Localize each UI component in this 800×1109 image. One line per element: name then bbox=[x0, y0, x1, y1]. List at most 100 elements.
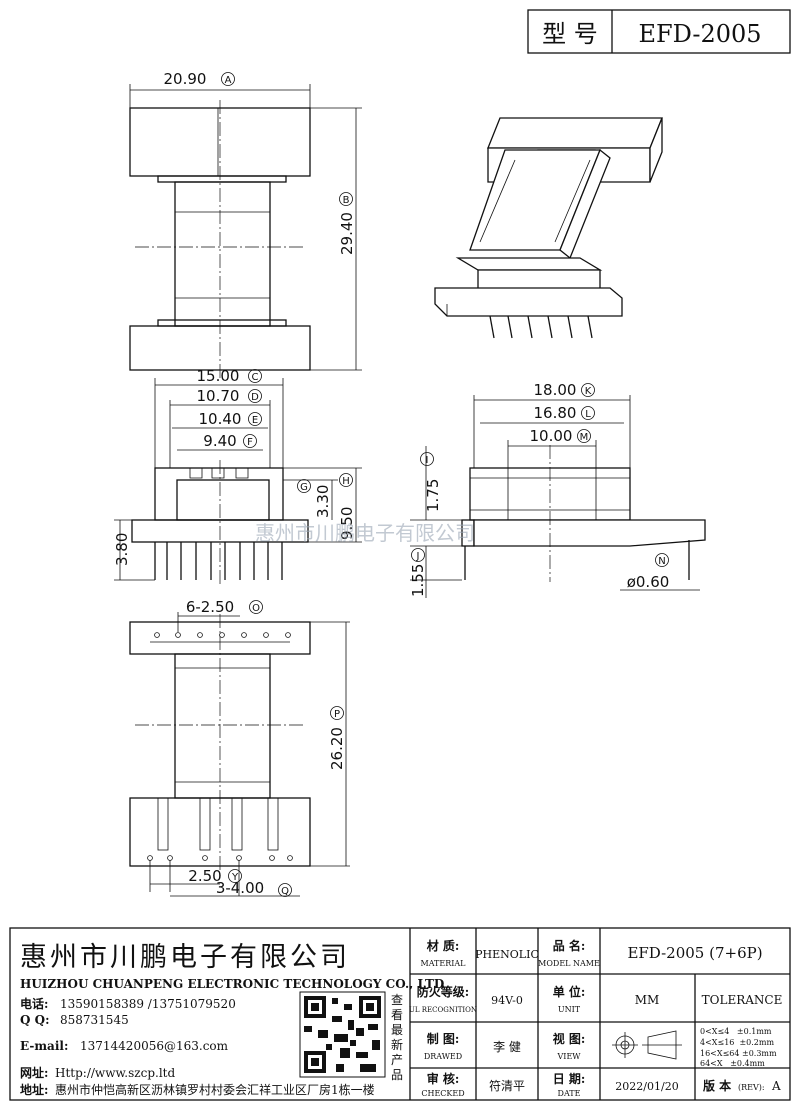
dim-q-bubble bbox=[278, 883, 292, 897]
dim-a-bubble bbox=[221, 72, 235, 86]
checked-value: 符清平 bbox=[489, 1078, 525, 1093]
revision-value: A bbox=[771, 1079, 781, 1093]
qq-value: 858731545 bbox=[60, 1013, 129, 1027]
dim-g-letter: G bbox=[300, 482, 308, 493]
tolerance-heading: TOLERANCE bbox=[702, 993, 783, 1007]
qr-caption-4: 新 bbox=[391, 1037, 403, 1052]
date-value: 2022/01/20 bbox=[615, 1080, 678, 1093]
revision-label: 版 本 bbox=[703, 1078, 731, 1093]
flame-label-cn: 防火等级: bbox=[417, 984, 469, 999]
product-label-cn: 品 名: bbox=[553, 938, 586, 953]
flame-label-en: UL RECOGNITION bbox=[409, 1006, 477, 1014]
product-label-en: MODEL NAME bbox=[538, 959, 600, 968]
bottom-view: 6-2.50 O 26.20 P 2.50 Y 3-4.00 Q bbox=[129, 598, 350, 897]
qq-label: Q Q: bbox=[20, 1013, 50, 1027]
model-number: EFD-2005 bbox=[638, 20, 761, 48]
dim-c-value: 15.00 bbox=[197, 367, 240, 385]
web-value: Http://www.szcp.ltd bbox=[55, 1066, 175, 1080]
type-label: 型 号 bbox=[542, 20, 598, 48]
dim-e-bubble bbox=[248, 412, 262, 426]
company-name-cn: 惠州市川鹏电子有限公司 bbox=[20, 942, 350, 973]
qr-code[interactable] bbox=[299, 991, 386, 1078]
dim-q-value: 3-4.00 bbox=[216, 879, 264, 897]
dim-m-bubble bbox=[577, 429, 591, 443]
address-label: 地址: bbox=[20, 1082, 48, 1097]
dim-n-letter: N bbox=[658, 556, 665, 567]
qr-caption-2: 看 bbox=[391, 1008, 403, 1022]
drawn-value: 李 健 bbox=[493, 1039, 521, 1054]
view-label-cn: 视 图: bbox=[553, 1031, 586, 1046]
material-value: PHENOLIC bbox=[475, 948, 539, 961]
revision-label-small: (REV): bbox=[738, 1083, 765, 1092]
email-value: 13714420056@163.com bbox=[80, 1039, 229, 1053]
tolerance-line-1: 0<X≤4 ±0.1mm bbox=[700, 1027, 772, 1036]
isometric-view bbox=[434, 117, 663, 339]
dim-d-letter: D bbox=[251, 392, 259, 403]
product-value: EFD-2005 (7+6P) bbox=[627, 944, 762, 962]
model-title-box: 型 号 EFD-2005 bbox=[527, 9, 791, 54]
dim-l-bubble bbox=[581, 406, 595, 420]
qr-caption-1: 查 bbox=[391, 993, 403, 1007]
dim-f-letter: F bbox=[247, 437, 253, 448]
unit-label-en: UNIT bbox=[558, 1005, 581, 1014]
qr-caption-5: 产 bbox=[391, 1053, 403, 1067]
qr-caption-3: 最 bbox=[391, 1023, 403, 1037]
dim-m-value: 10.00 bbox=[530, 427, 573, 445]
dim-g-value: 3.30 bbox=[314, 485, 332, 518]
dim-o-bubble bbox=[249, 600, 263, 614]
email-label: E-mail: bbox=[20, 1039, 68, 1053]
dim-e-letter: E bbox=[252, 415, 258, 426]
dim-y-bubble bbox=[228, 869, 242, 883]
phone-value: 13590158389 /13751079520 bbox=[60, 997, 236, 1011]
dim-o-value: 6-2.50 bbox=[186, 598, 234, 616]
tolerance-line-2: 4<X≤16 ±0.2mm bbox=[700, 1038, 774, 1047]
dim-y-letter: Y bbox=[231, 872, 239, 883]
dim-n-bubble bbox=[655, 553, 669, 567]
dim-k-value: 18.00 bbox=[534, 381, 577, 399]
dim-c-letter: C bbox=[252, 372, 259, 383]
watermark: 惠州市川鹏电子有限公司 bbox=[255, 521, 475, 545]
dim-k-bubble bbox=[581, 383, 595, 397]
date-label-cn: 日 期: bbox=[553, 1071, 586, 1086]
material-label-en: MATERIAL bbox=[421, 959, 467, 968]
dim-l-letter: L bbox=[585, 409, 591, 420]
view-label-en: VIEW bbox=[557, 1052, 582, 1061]
dim-b-bubble bbox=[339, 192, 353, 206]
dim-d-bubble bbox=[248, 389, 262, 403]
drawn-label-cn: 制 图: bbox=[427, 1031, 460, 1046]
checked-label-cn: 审 核: bbox=[427, 1071, 460, 1086]
dim-j-letter: J bbox=[416, 551, 420, 562]
dim-n-value: ø0.60 bbox=[627, 573, 670, 591]
dim-a-letter: A bbox=[225, 75, 232, 86]
projection-symbol-icon bbox=[612, 1030, 682, 1060]
dim-i-bubble bbox=[420, 452, 434, 466]
tolerance-line-4: 64<X ±0.4mm bbox=[700, 1059, 765, 1068]
dim-p-bubble bbox=[330, 706, 344, 720]
side-view: 18.00 K 16.80 L 10.00 M 1.75 I 1.55 J ø0… bbox=[409, 381, 706, 598]
qr-caption-6: 品 bbox=[391, 1068, 403, 1082]
dim-f-bubble bbox=[243, 434, 257, 448]
dim-i-value: 1.75 bbox=[424, 479, 442, 512]
dim-l-value: 16.80 bbox=[534, 404, 577, 422]
dim-q-letter: Q bbox=[281, 886, 289, 897]
flame-value: 94V-0 bbox=[491, 994, 523, 1007]
dim-i-letter: I bbox=[426, 455, 429, 466]
web-label: 网址: bbox=[20, 1065, 48, 1080]
dim-m-letter: M bbox=[580, 432, 589, 443]
dim-p-value: 26.20 bbox=[328, 727, 346, 770]
address-value: 惠州市仲恺高新区沥林镇罗村村委会汇祥工业区厂房1栋一楼 bbox=[55, 1082, 375, 1097]
dim-k-letter: K bbox=[585, 386, 592, 397]
dim-h2-value: 3.80 bbox=[113, 533, 131, 566]
tolerance-line-3: 16<X≤64 ±0.3mm bbox=[700, 1049, 777, 1058]
front-view: 15.00 C 10.70 D 10.40 E 9.40 F 3.30 G 9.… bbox=[113, 367, 362, 585]
dim-f-value: 9.40 bbox=[203, 432, 236, 450]
dim-p-letter: P bbox=[334, 709, 340, 720]
dim-e-value: 10.40 bbox=[199, 410, 242, 428]
unit-value: MM bbox=[635, 993, 660, 1007]
dim-b-letter: B bbox=[343, 195, 350, 206]
material-label-cn: 材 质: bbox=[426, 938, 460, 953]
dim-j-bubble bbox=[411, 548, 425, 562]
drawn-label-en: DRAWED bbox=[424, 1052, 462, 1061]
dim-h-bubble bbox=[339, 473, 353, 487]
dim-a-value: 20.90 bbox=[164, 70, 207, 88]
